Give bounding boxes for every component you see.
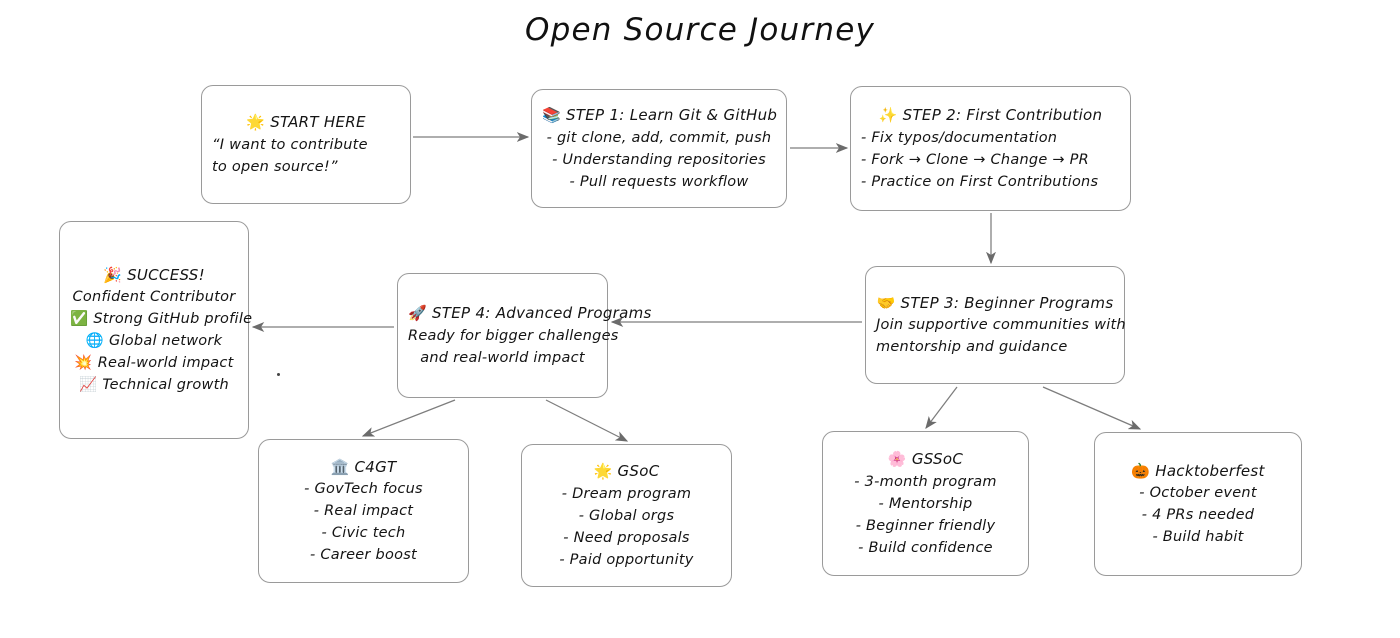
node-hacktoberfest-line-1: - October event bbox=[1139, 485, 1257, 502]
collision-icon: 💥 bbox=[74, 355, 93, 372]
stray-dot-marker bbox=[277, 373, 280, 376]
node-start-here-line-2: to open source!” bbox=[212, 158, 338, 175]
node-gssoc[interactable]: 🌸GSSoC - 3-month program - Mentorship - … bbox=[822, 431, 1029, 576]
node-step-1[interactable]: 📚STEP 1: Learn Git & GitHub - git clone,… bbox=[531, 89, 787, 208]
node-success[interactable]: 🎉SUCCESS! Confident Contributor ✅Strong … bbox=[59, 221, 252, 439]
node-step-1-line-3: - Pull requests workflow bbox=[569, 173, 749, 190]
node-gsoc[interactable]: 🌟GSoC - Dream program - Global orgs - Ne… bbox=[521, 444, 732, 587]
node-success-item-4: 📈Technical growth bbox=[70, 374, 238, 396]
node-step-4-line-1: Ready for bigger challenges bbox=[408, 327, 619, 344]
node-gssoc-line-3: - Beginner friendly bbox=[855, 517, 996, 534]
edge-step4-to-gsoc bbox=[545, 399, 629, 442]
node-gsoc-line-1: - Dream program bbox=[561, 485, 692, 502]
node-gssoc-line-4: - Build confidence bbox=[858, 539, 993, 556]
node-gsoc-line-2: - Global orgs bbox=[578, 507, 675, 524]
node-step-2-heading: ✨STEP 2: First Contribution bbox=[861, 104, 1120, 127]
cherry-blossom-icon: 🌸 bbox=[887, 450, 907, 469]
node-step-3-heading: 🤝STEP 3: Beginner Programs bbox=[876, 292, 1114, 315]
edge-step4-to-c4gt bbox=[361, 399, 456, 437]
node-start-here[interactable]: 🌟START HERE “I want to contribute to ope… bbox=[201, 85, 411, 204]
node-gssoc-line-1: - 3-month program bbox=[854, 473, 997, 490]
node-start-here-heading: 🌟START HERE bbox=[212, 111, 400, 134]
diagram-title: Open Source Journey bbox=[524, 12, 876, 48]
node-gssoc-heading: 🌸GSSoC bbox=[833, 448, 1018, 471]
node-c4gt-line-2: - Real impact bbox=[313, 503, 414, 520]
node-success-item-2: 🌐Global network bbox=[70, 330, 238, 352]
node-step-3-line-2: mentorship and guidance bbox=[876, 339, 1068, 356]
node-step-4-line-2: and real-world impact bbox=[420, 349, 585, 366]
node-c4gt-line-1: - GovTech focus bbox=[304, 481, 423, 498]
rocket-icon: 🚀 bbox=[408, 304, 427, 323]
node-start-here-line-1: “I want to contribute bbox=[212, 136, 368, 153]
books-icon: 📚 bbox=[542, 106, 561, 125]
node-step-2-line-1: - Fix typos/documentation bbox=[861, 129, 1058, 146]
node-gsoc-line-3: - Need proposals bbox=[563, 529, 690, 546]
node-success-heading: 🎉SUCCESS! bbox=[70, 264, 238, 287]
node-hacktoberfest-line-3: - Build habit bbox=[1152, 529, 1244, 546]
glowing-star-icon: 🌟 bbox=[593, 462, 613, 481]
node-success-item-1: ✅Strong GitHub profile bbox=[70, 308, 252, 330]
handshake-icon: 🤝 bbox=[876, 293, 896, 312]
jack-o-lantern-icon: 🎃 bbox=[1131, 461, 1151, 480]
node-step-4[interactable]: 🚀STEP 4: Advanced Programs Ready for big… bbox=[397, 273, 651, 398]
party-popper-icon: 🎉 bbox=[103, 265, 123, 284]
node-step-1-line-2: - Understanding repositories bbox=[552, 151, 766, 168]
node-hacktoberfest-line-2: - 4 PRs needed bbox=[1141, 507, 1255, 524]
node-hacktoberfest-heading: 🎃Hacktoberfest bbox=[1105, 460, 1291, 483]
node-gsoc-line-4: - Paid opportunity bbox=[559, 551, 694, 568]
node-c4gt-line-3: - Civic tech bbox=[321, 525, 406, 542]
node-step-4-heading: 🚀STEP 4: Advanced Programs bbox=[408, 302, 651, 325]
edge-step3-to-gssoc bbox=[925, 386, 958, 429]
node-step-3[interactable]: 🤝STEP 3: Beginner Programs Join supporti… bbox=[865, 266, 1126, 384]
node-step-2-line-3: - Practice on First Contributions bbox=[861, 173, 1099, 190]
edge-step3-to-hacktoberfest bbox=[1042, 386, 1142, 430]
node-hacktoberfest[interactable]: 🎃Hacktoberfest - October event - 4 PRs n… bbox=[1094, 432, 1302, 576]
node-step-1-heading: 📚STEP 1: Learn Git & GitHub bbox=[542, 104, 777, 127]
node-c4gt-line-4: - Career boost bbox=[310, 547, 417, 564]
globe-with-meridians-icon: 🌐 bbox=[85, 333, 105, 350]
node-step-2[interactable]: ✨STEP 2: First Contribution - Fix typos/… bbox=[850, 86, 1131, 211]
chart-increasing-icon: 📈 bbox=[79, 377, 98, 394]
classical-building-icon: 🏛️ bbox=[330, 457, 350, 476]
node-c4gt[interactable]: 🏛️C4GT - GovTech focus - Real impact - C… bbox=[258, 439, 469, 583]
glowing-star-icon: 🌟 bbox=[246, 113, 266, 132]
node-success-subtitle: Confident Contributor bbox=[72, 289, 236, 306]
node-success-item-3: 💥Real-world impact bbox=[70, 352, 238, 374]
node-c4gt-heading: 🏛️C4GT bbox=[269, 456, 458, 479]
check-mark-button-icon: ✅ bbox=[70, 311, 89, 328]
node-step-2-line-2: - Fork → Clone → Change → PR bbox=[861, 151, 1089, 168]
node-step-1-line-1: - git clone, add, commit, push bbox=[546, 129, 772, 146]
node-gsoc-heading: 🌟GSoC bbox=[532, 460, 721, 483]
node-step-3-line-1: Join supportive communities with bbox=[876, 317, 1126, 334]
node-gssoc-line-2: - Mentorship bbox=[878, 495, 973, 512]
sparkles-icon: ✨ bbox=[878, 106, 898, 125]
